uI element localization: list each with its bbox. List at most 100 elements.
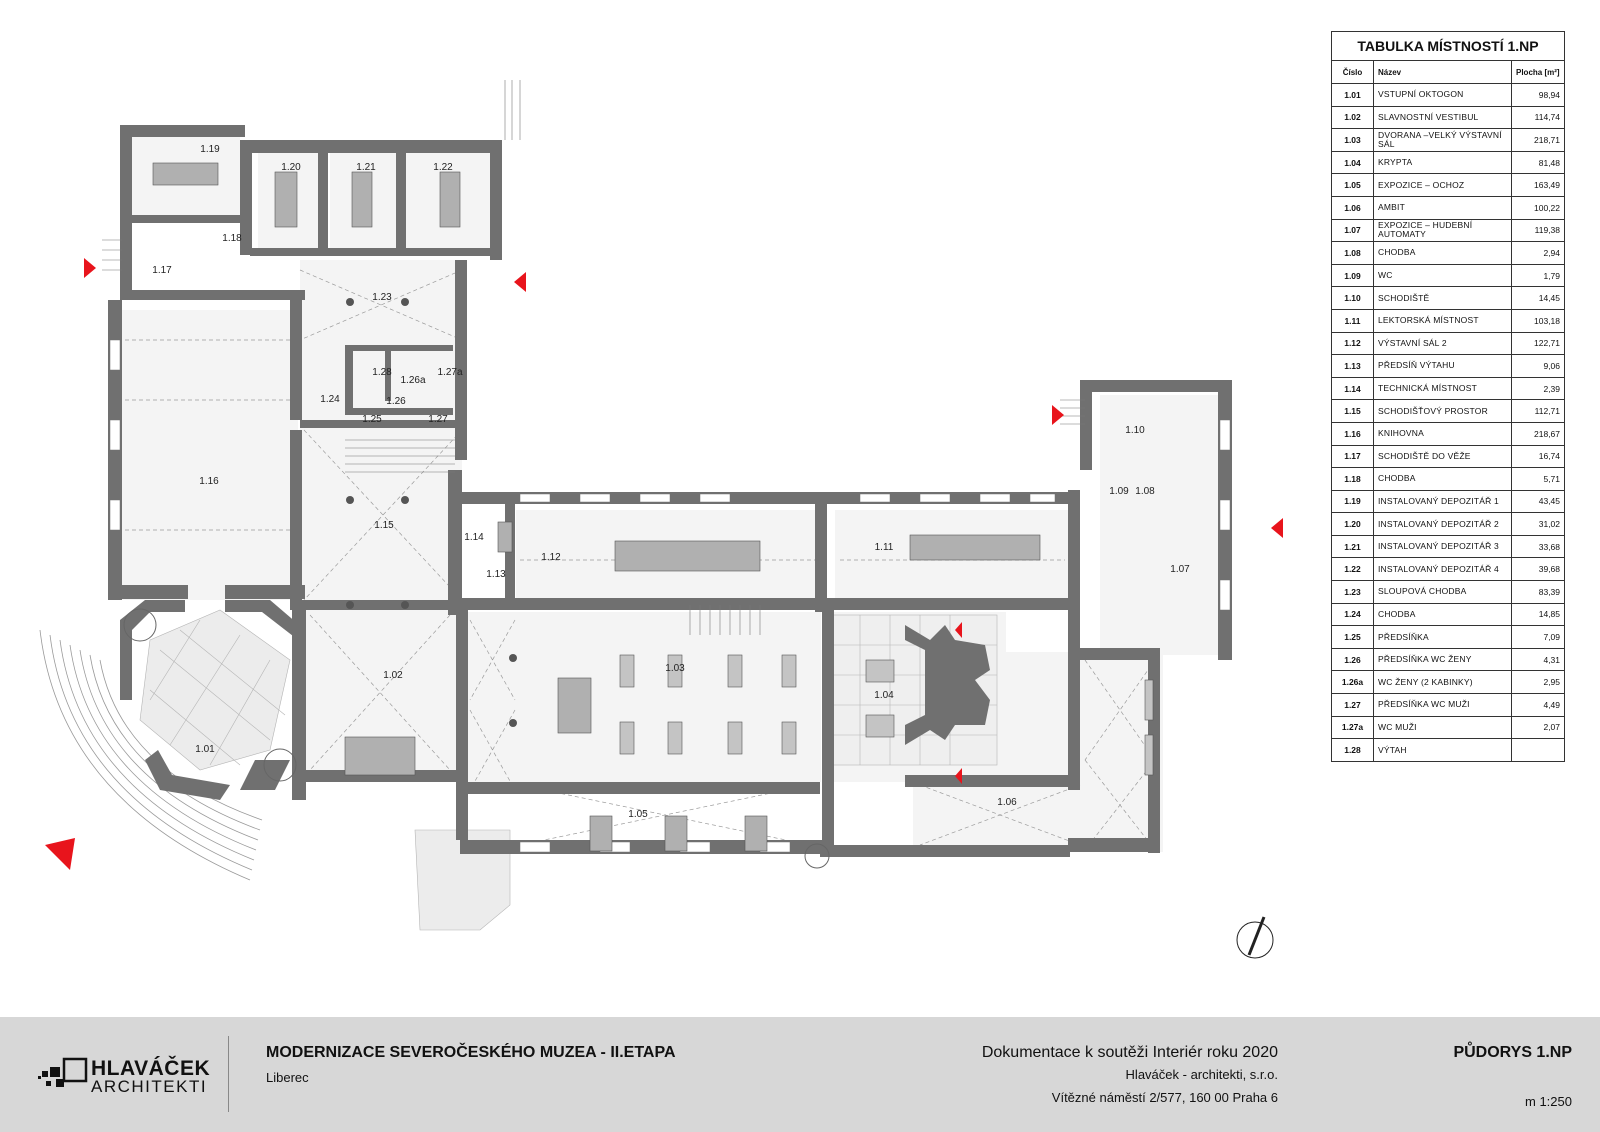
room-number: 1.08 — [1331, 241, 1374, 265]
room-number: 1.07 — [1331, 218, 1374, 243]
room-name: CHODBA — [1373, 602, 1512, 627]
room-label: 1.25 — [362, 414, 382, 425]
room-number: 1.13 — [1331, 354, 1374, 378]
table-title: TABULKA MÍSTNOSTÍ 1.NP — [1330, 31, 1566, 61]
room-area: 4,31 — [1510, 647, 1566, 672]
room-label: 1.12 — [541, 552, 561, 563]
room-number: 1.09 — [1331, 263, 1374, 288]
room-number: 1.20 — [1331, 512, 1374, 536]
room-area: 83,39 — [1510, 580, 1566, 604]
room-area: 1,79 — [1510, 263, 1566, 288]
room-area: 103,18 — [1510, 308, 1566, 333]
project-city: Liberec — [266, 1070, 309, 1085]
room-area: 163,49 — [1510, 173, 1566, 197]
room-name: CHODBA — [1373, 241, 1512, 265]
room-number: 1.26a — [1331, 670, 1374, 695]
room-name: WC MUŽI — [1373, 715, 1512, 740]
room-area: 9,06 — [1510, 354, 1566, 378]
room-area: 4,49 — [1510, 693, 1566, 717]
room-area — [1510, 738, 1566, 762]
room-name: INSTALOVANÝ DEPOZITÁŘ 2 — [1373, 512, 1512, 536]
room-name: PŘEDSÍŇ VÝTAHU — [1373, 354, 1512, 378]
room-label: 1.20 — [281, 162, 301, 173]
room-label: 1.19 — [200, 144, 220, 155]
doc-line1: Dokumentace k soutěži Interiér roku 2020 — [981, 1044, 1278, 1061]
room-area: 2,94 — [1510, 241, 1566, 265]
room-number: 1.27 — [1331, 693, 1374, 717]
room-label: 1.08 — [1135, 486, 1155, 497]
room-label: 1.23 — [372, 292, 392, 303]
room-area: 2,39 — [1510, 376, 1566, 401]
room-label: 1.01 — [195, 744, 215, 755]
room-number: 1.25 — [1331, 625, 1374, 649]
sheet-title: PŮDORYS 1.NP — [1453, 1044, 1572, 1061]
room-area: 119,38 — [1510, 218, 1566, 243]
room-name: SCHODIŠŤOVÝ PROSTOR — [1373, 399, 1512, 423]
room-area: 7,09 — [1510, 625, 1566, 649]
room-area: 14,45 — [1510, 286, 1566, 310]
room-number: 1.16 — [1331, 421, 1374, 446]
room-label: 1.28 — [372, 367, 392, 378]
title-block: HLAVÁČEK ARCHITEKTI MODERNIZACE SEVEROČE… — [0, 1017, 1600, 1132]
room-label: 1.27a — [437, 367, 462, 378]
room-name: SCHODIŠTĚ — [1373, 286, 1512, 310]
room-area: 122,71 — [1510, 331, 1566, 356]
room-name: INSTALOVANÝ DEPOZITÁŘ 1 — [1373, 489, 1512, 514]
project-title: MODERNIZACE SEVEROČESKÉHO MUZEA - II.ETA… — [266, 1044, 676, 1061]
room-label: 1.09 — [1109, 486, 1129, 497]
room-number: 1.06 — [1331, 195, 1374, 220]
room-number: 1.02 — [1331, 105, 1374, 130]
doc-line3: Vítězné náměstí 2/577, 160 00 Praha 6 — [1051, 1090, 1278, 1105]
room-area: 31,02 — [1510, 512, 1566, 536]
room-number: 1.22 — [1331, 557, 1374, 582]
company-logo: HLAVÁČEK ARCHITEKTI — [38, 1057, 210, 1097]
room-number: 1.04 — [1331, 150, 1374, 175]
room-name: VÝTAH — [1373, 738, 1512, 762]
room-label: 1.11 — [875, 542, 894, 553]
room-area: 33,68 — [1510, 534, 1566, 559]
room-label: 1.26 — [386, 396, 406, 407]
room-name: EXPOZICE – HUDEBNÍ AUTOMATY — [1373, 218, 1512, 243]
room-label: 1.16 — [199, 476, 219, 487]
room-label: 1.21 — [356, 162, 376, 173]
room-number: 1.21 — [1331, 534, 1374, 559]
room-number: 1.23 — [1331, 580, 1374, 604]
room-area: 39,68 — [1510, 557, 1566, 582]
room-name: DVORANA –VELKÝ VÝSTAVNÍ SÁL — [1373, 128, 1512, 152]
room-label: 1.13 — [486, 569, 506, 580]
room-label: 1.27 — [428, 414, 448, 425]
room-number: 1.03 — [1331, 128, 1374, 152]
room-name: PŘEDSÍŇKA WC MUŽI — [1373, 693, 1512, 717]
room-name: TECHNICKÁ MÍSTNOST — [1373, 376, 1512, 401]
col-area-header: Plocha [m²] — [1510, 60, 1566, 84]
room-area: 98,94 — [1510, 83, 1566, 107]
room-table: TABULKA MÍSTNOSTÍ 1.NP Číslo Název Ploch… — [1330, 31, 1566, 762]
room-label: 1.14 — [464, 532, 484, 543]
room-name: LEKTORSKÁ MÍSTNOST — [1373, 308, 1512, 333]
room-area: 218,67 — [1510, 421, 1566, 446]
room-name: SCHODIŠTĚ DO VĚŽE — [1373, 444, 1512, 469]
room-name: PŘEDSÍŇKA — [1373, 625, 1512, 649]
col-name-header: Název — [1373, 60, 1512, 84]
room-label: 1.17 — [152, 265, 172, 276]
